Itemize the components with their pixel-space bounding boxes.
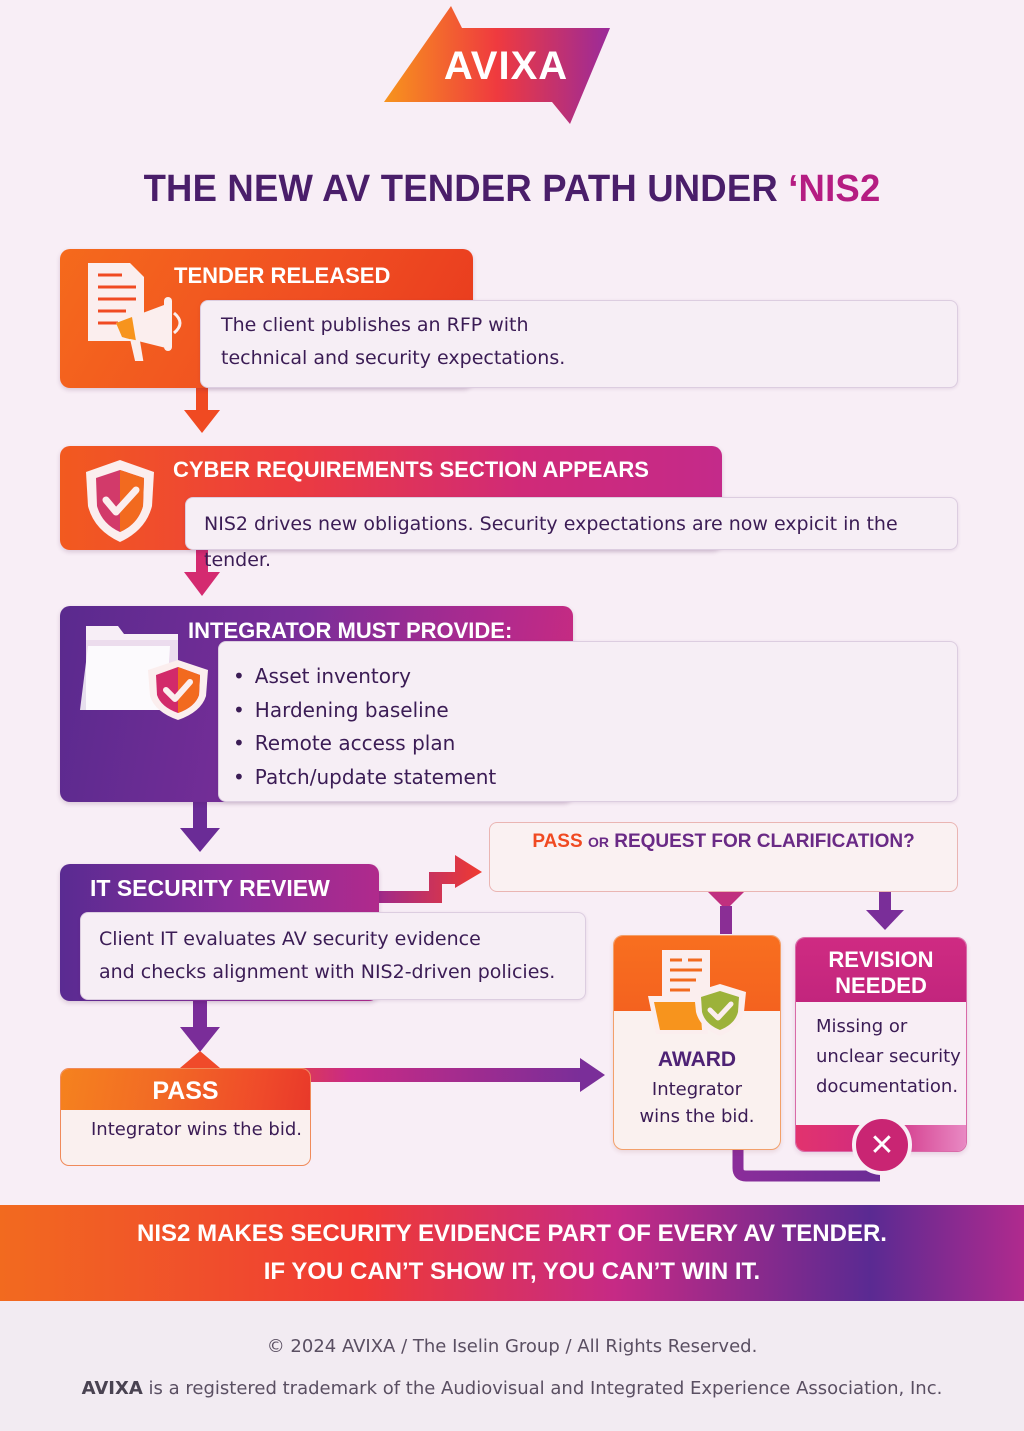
page-title: THE NEW AV TENDER PATH UNDER ‘NIS2 xyxy=(20,168,1003,211)
decision-box: PASS OR REQUEST FOR CLARIFICATION? xyxy=(489,822,958,892)
description-line: NIS2 drives new obligations. Security ex… xyxy=(204,513,898,571)
pass-title: PASS xyxy=(152,1077,219,1105)
requirement-item: Asset inventory xyxy=(233,660,943,694)
avixa-logo: AVIXA xyxy=(384,4,610,126)
pass-header xyxy=(61,1069,310,1110)
step-arrow-icon xyxy=(379,855,482,903)
revision-title-line: NEEDED xyxy=(835,973,927,998)
arrow-down-icon xyxy=(866,892,904,930)
award-line: wins the bid. xyxy=(639,1106,755,1127)
award-title: AWARD xyxy=(657,1048,737,1071)
step-title: CYBER REQUIREMENTS SECTION APPEARS xyxy=(173,457,649,482)
decision-or: OR xyxy=(587,834,609,850)
folder-shield-icon xyxy=(80,626,208,720)
requirement-item: Hardening baseline xyxy=(233,694,943,728)
pass-outcome: PASS Integrator wins the bid. xyxy=(60,1068,311,1166)
award-text: Integrator wins the bid. xyxy=(614,1076,780,1130)
trademark-text: AVIXA is a registered trademark of the A… xyxy=(0,1378,1024,1399)
description-line: Client IT evaluates AV security evidence xyxy=(99,928,481,950)
arrow-down-icon xyxy=(180,1001,220,1052)
description-line: The client publishes an RFP with xyxy=(221,314,529,336)
award-line: Integrator xyxy=(651,1079,743,1100)
step-description-card: NIS2 drives new obligations. Security ex… xyxy=(185,497,958,571)
copyright-text: © 2024 AVIXA / The Iselin Group / All Ri… xyxy=(266,1336,758,1357)
step-description-card: Client IT evaluates AV security evidence… xyxy=(80,912,586,1000)
arrow-right-icon xyxy=(250,1058,605,1092)
banner-line: NIS2 MAKES SECURITY EVIDENCE PART OF EVE… xyxy=(137,1220,887,1247)
logo-shape-icon xyxy=(384,6,610,124)
close-x-icon: ✕ xyxy=(852,1115,912,1175)
award-outcome: AWARD Integrator wins the bid. xyxy=(613,935,781,1150)
description-line: technical and security expectations. xyxy=(221,347,566,369)
revision-line: Missing or xyxy=(816,1016,908,1037)
title-separator: ‘ xyxy=(788,168,799,210)
document-folder-shield-icon xyxy=(648,950,746,1036)
revision-title: REVISION NEEDED xyxy=(796,947,966,999)
title-accent: NIS2 xyxy=(798,168,881,210)
step-description-card: The client publishes an RFP with technic… xyxy=(200,300,958,388)
title-main: THE NEW AV TENDER PATH UNDER xyxy=(143,168,789,210)
requirement-item: Remote access plan xyxy=(233,727,943,761)
step-title: TENDER RELEASED xyxy=(174,263,391,288)
arrow-down-icon xyxy=(184,550,220,596)
banner-line: IF YOU CAN’T SHOW IT, YOU CAN’T WIN IT. xyxy=(263,1258,761,1285)
footer xyxy=(0,1301,1024,1431)
arrow-down-icon xyxy=(184,388,220,433)
key-message-banner: NIS2 MAKES SECURITY EVIDENCE PART OF EVE… xyxy=(0,1205,1024,1301)
step-title: INTEGRATOR MUST PROVIDE: xyxy=(188,618,513,643)
pass-text: Integrator wins the bid. xyxy=(91,1119,302,1140)
revision-title-line: REVISION xyxy=(828,947,934,972)
requirement-item: Patch/update statement xyxy=(233,761,943,795)
description-line: and checks alignment with NIS2-driven po… xyxy=(99,961,556,983)
step-title: IT SECURITY REVIEW xyxy=(90,875,330,901)
trademark-brand: AVIXA xyxy=(81,1378,143,1399)
decision-pass: PASS xyxy=(532,831,583,852)
revision-line: documentation. xyxy=(816,1076,959,1097)
decision-question: PASS OR REQUEST FOR CLARIFICATION? xyxy=(490,831,957,853)
decision-question-text: REQUEST FOR CLARIFICATION? xyxy=(614,831,915,852)
logo-text: AVIXA xyxy=(443,44,569,88)
revision-header xyxy=(796,938,966,1002)
trademark-rest: is a registered trademark of the Audiovi… xyxy=(142,1378,943,1399)
shield-check-icon xyxy=(86,460,154,542)
revision-text: Missing or unclear security documentatio… xyxy=(796,1012,966,1102)
document-megaphone-icon xyxy=(88,263,182,361)
revision-line: unclear security xyxy=(816,1046,961,1067)
arrow-down-icon xyxy=(180,802,220,852)
requirements-list: Asset inventory Hardening baseline Remot… xyxy=(218,641,958,802)
